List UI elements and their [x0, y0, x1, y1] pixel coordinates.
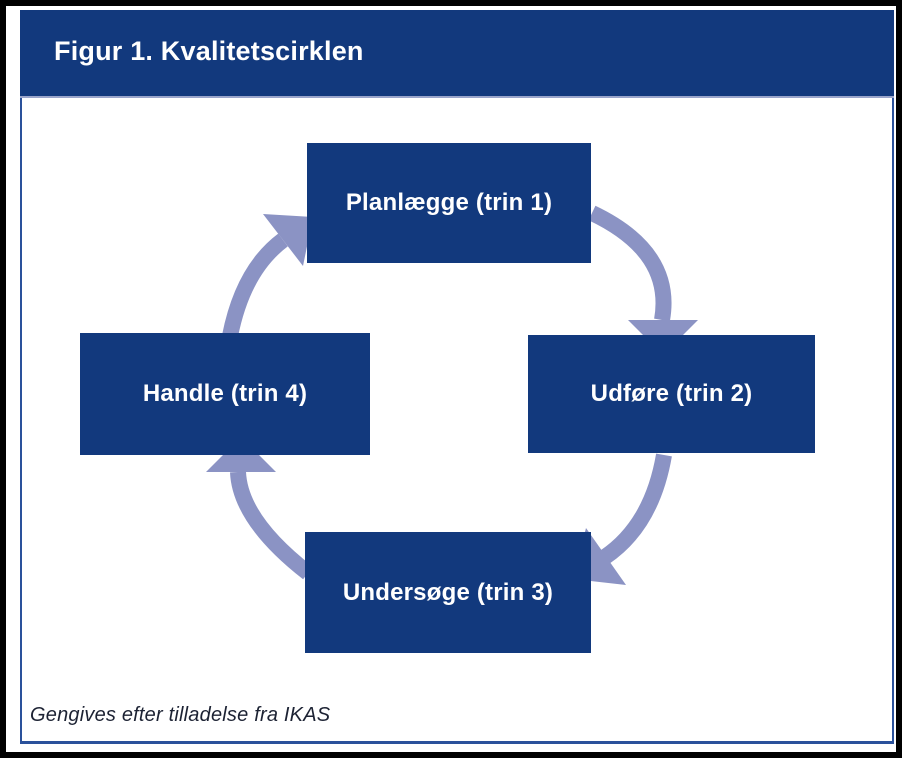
arrow-plan-to-do-body: [588, 205, 672, 322]
cycle-box-do: Udføre (trin 2): [528, 335, 815, 453]
arrow-plan-to-do: [588, 205, 698, 355]
figure-title: Figur 1. Kvalitetscirklen: [54, 35, 364, 66]
cycle-box-study-label: Undersøge (trin 3): [342, 578, 554, 606]
arrow-act-to-plan-head-icon: [263, 214, 313, 266]
arrow-do-to-study-body: [600, 453, 672, 564]
arrow-study-to-act: [206, 437, 313, 580]
arrow-act-to-plan: [222, 214, 313, 338]
arrow-study-to-act-body: [230, 471, 313, 580]
cycle-box-act-label: Handle (trin 4): [142, 380, 308, 407]
figure-caption: Gengives efter tilladelse fra IKAS: [30, 704, 331, 726]
cycle-box-plan-label: Planlægge (trin 1): [345, 189, 553, 216]
cycle-box-study: Undersøge (trin 3): [305, 532, 591, 653]
cycle-box-plan: Planlægge (trin 1): [307, 143, 591, 263]
arrow-act-to-plan-body: [222, 233, 288, 338]
figure-header: Figur 1. Kvalitetscirklen: [20, 10, 894, 98]
cycle-box-act: Handle (trin 4): [80, 333, 370, 455]
cycle-box-do-label: Udføre (trin 2): [590, 380, 753, 407]
